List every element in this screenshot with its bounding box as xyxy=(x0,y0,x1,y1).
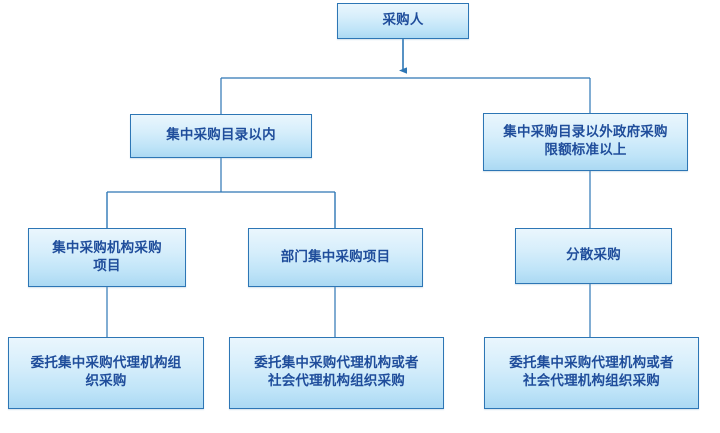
node-entrust-centralized-or-social-agency-organize-b[interactable]: 委托集中采购代理机构或者社会代理机构组织采购 xyxy=(229,337,444,409)
node-entrust-centralized-agency-organize[interactable]: 委托集中采购代理机构组织采购 xyxy=(8,337,204,409)
node-decentralized-procurement[interactable]: 分散采购 xyxy=(515,228,672,284)
node-entrust-centralized-agency-organize-label: 委托集中采购代理机构组织采购 xyxy=(30,355,182,389)
node-centralized-agency-project-label: 集中采购机构采购项目 xyxy=(52,239,162,274)
node-entrust-centralized-or-social-agency-organize-b-label: 委托集中采购代理机构或者社会代理机构组织采购 xyxy=(254,355,419,389)
node-entrust-centralized-or-social-agency-organize-c-label: 委托集中采购代理机构或者社会代理机构组织采购 xyxy=(509,355,674,389)
node-entrust-centralized-or-social-agency-organize-c[interactable]: 委托集中采购代理机构或者社会代理机构组织采购 xyxy=(484,337,699,409)
node-outside-catalog-above-threshold[interactable]: 集中采购目录以外政府采购限额标准以上 xyxy=(483,113,688,171)
node-department-centralized-project[interactable]: 部门集中采购项目 xyxy=(248,228,423,287)
node-decentralized-procurement-label: 分散采购 xyxy=(566,247,621,264)
node-within-centralized-catalog[interactable]: 集中采购目录以内 xyxy=(130,114,312,158)
node-purchaser[interactable]: 采购人 xyxy=(337,3,469,39)
node-within-centralized-catalog-label: 集中采购目录以内 xyxy=(166,127,276,144)
node-department-centralized-project-label: 部门集中采购项目 xyxy=(280,248,391,265)
node-purchaser-label: 采购人 xyxy=(382,12,424,29)
node-outside-catalog-above-threshold-label: 集中采购目录以外政府采购限额标准以上 xyxy=(503,124,668,158)
node-centralized-agency-project[interactable]: 集中采购机构采购项目 xyxy=(28,228,186,287)
